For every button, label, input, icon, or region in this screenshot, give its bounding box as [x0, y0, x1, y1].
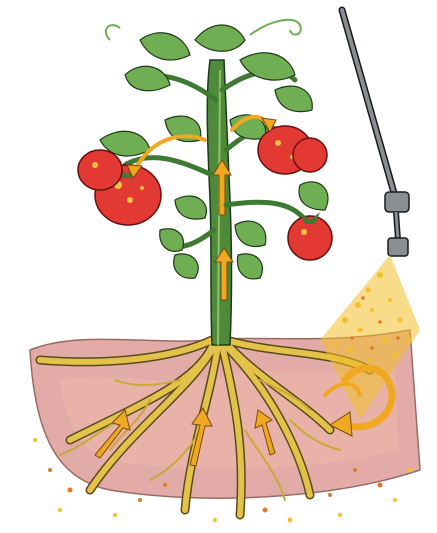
- spray-nozzle-icon: [342, 10, 409, 256]
